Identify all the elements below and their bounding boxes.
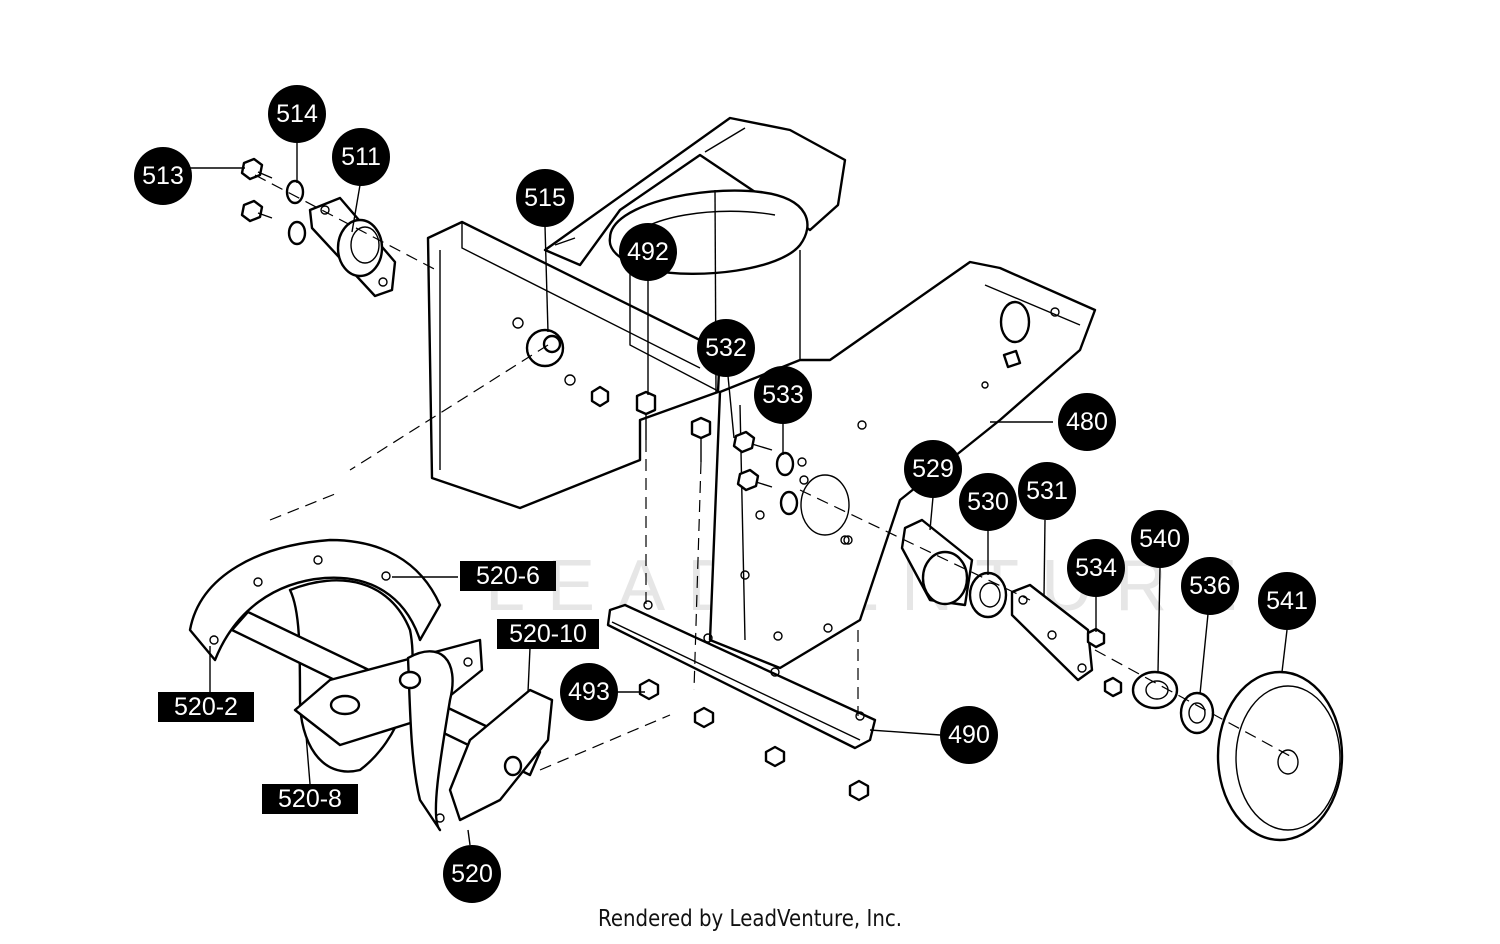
svg-text:511: 511 (341, 143, 381, 171)
callout-530[interactable]: 530 (959, 473, 1017, 531)
impeller-auger-drawing (188, 538, 554, 832)
callout-531[interactable]: 531 (1018, 462, 1076, 520)
callout-532[interactable]: 532 (697, 319, 755, 377)
svg-text:520: 520 (451, 860, 493, 888)
callout-490[interactable]: 490 (940, 706, 998, 764)
svg-text:520-2: 520-2 (174, 693, 238, 721)
callout-515[interactable]: 515 (516, 169, 574, 227)
callout-520-10[interactable]: 520-10 (497, 619, 599, 649)
footer-credit: Rendered by LeadVenture, Inc. (597, 906, 903, 932)
callout-529[interactable]: 529 (904, 440, 962, 498)
callout-514[interactable]: 514 (268, 85, 326, 143)
svg-text:540: 540 (1139, 525, 1181, 553)
auger-housing-drawing (426, 220, 722, 510)
callout-540[interactable]: 540 (1131, 510, 1189, 568)
leader-lines (190, 142, 1288, 846)
scraper-bar-drawing (606, 600, 877, 802)
svg-text:490: 490 (948, 721, 990, 749)
svg-text:534: 534 (1075, 554, 1117, 582)
callout-511[interactable]: 511 (332, 128, 390, 186)
callout-520[interactable]: 520 (443, 845, 501, 903)
right-bearing-stack-drawing (900, 518, 1344, 842)
left-bearing-flange-drawing (240, 157, 397, 298)
callout-513[interactable]: 513 (134, 147, 192, 205)
callout-493[interactable]: 493 (560, 663, 618, 721)
svg-text:533: 533 (762, 381, 804, 409)
svg-text:492: 492 (627, 238, 669, 266)
svg-text:532: 532 (705, 334, 747, 362)
callout-541[interactable]: 541 (1258, 572, 1316, 630)
callout-536[interactable]: 536 (1181, 557, 1239, 615)
callout-520-6[interactable]: 520-6 (460, 561, 556, 591)
callout-533[interactable]: 533 (754, 366, 812, 424)
assembly-center-lines (254, 174, 1291, 771)
svg-text:530: 530 (967, 488, 1009, 516)
svg-text:515: 515 (524, 184, 566, 212)
svg-text:480: 480 (1066, 408, 1108, 436)
svg-text:536: 536 (1189, 572, 1231, 600)
svg-text:531: 531 (1026, 477, 1068, 505)
svg-text:520-6: 520-6 (476, 562, 540, 590)
callout-534[interactable]: 534 (1067, 539, 1125, 597)
svg-text:520-10: 520-10 (509, 620, 587, 648)
svg-text:541: 541 (1266, 587, 1308, 615)
callout-480[interactable]: 480 (1058, 393, 1116, 451)
svg-text:493: 493 (568, 678, 610, 706)
svg-text:513: 513 (142, 162, 184, 190)
svg-text:520-8: 520-8 (278, 785, 342, 813)
callout-492[interactable]: 492 (619, 223, 677, 281)
side-plate-drawing (708, 260, 1097, 670)
callout-520-2[interactable]: 520-2 (158, 692, 254, 722)
center-fasteners-drawing (635, 390, 853, 545)
svg-text:529: 529 (912, 455, 954, 483)
callout-520-8[interactable]: 520-8 (262, 784, 358, 814)
svg-text:514: 514 (276, 100, 318, 128)
